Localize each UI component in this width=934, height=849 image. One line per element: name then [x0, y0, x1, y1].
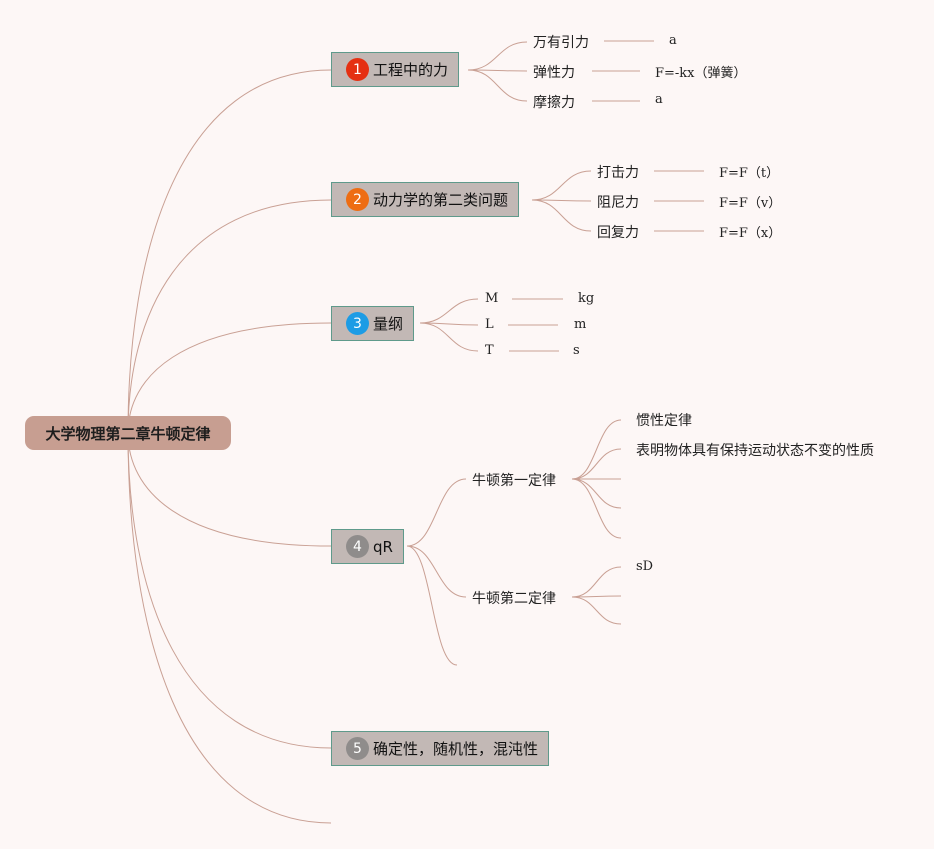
topic2-branch — [531, 199, 592, 232]
root-topic[interactable]: 大学物理第二章牛顿定律 — [25, 416, 231, 450]
topic-label: 量纲 — [373, 315, 404, 333]
subtopic-newton-first-law[interactable]: 牛顿第一定律 — [472, 473, 556, 489]
subtopic-gravitation[interactable]: 万有引力 — [533, 35, 589, 51]
topic-label: 确定性，随机性，混沌性 — [373, 740, 539, 758]
value-mass-unit[interactable]: kg — [578, 291, 595, 306]
topic1-branch — [467, 41, 528, 71]
subtopic-damping-force[interactable]: 阻尼力 — [597, 195, 639, 211]
leaf-inertia-description[interactable]: 表明物体具有保持运动状态不变的性质 — [636, 443, 874, 459]
topic1-branch — [467, 69, 528, 72]
topic-label: 动力学的第二类问题 — [373, 191, 509, 209]
subtopic-friction[interactable]: 摩擦力 — [533, 95, 575, 111]
value-restoring-force[interactable]: F=F（x） — [719, 226, 782, 241]
leaf-law-of-inertia[interactable]: 惯性定律 — [636, 413, 692, 429]
topic-label: qR — [373, 537, 393, 556]
topic4-branch — [406, 545, 467, 598]
subtopic-newton-second-law[interactable]: 牛顿第二定律 — [472, 591, 556, 607]
topic2-branch — [531, 199, 592, 202]
second-law-branch — [571, 566, 622, 598]
root-label: 大学物理第二章牛顿定律 — [45, 424, 211, 443]
topic-qr[interactable]: 4 qR — [331, 529, 404, 564]
root-branch-5 — [127, 432, 332, 749]
first-law-branch — [571, 419, 622, 480]
value-impact-force[interactable]: F=F（t） — [719, 166, 780, 181]
subtopic-mass-dimension[interactable]: M — [485, 291, 499, 306]
topic-dimensions[interactable]: 3 量纲 — [331, 306, 415, 341]
second-law-branch — [571, 595, 622, 598]
value-damping-force[interactable]: F=F（v） — [719, 196, 782, 211]
topic-label: 工程中的力 — [373, 61, 449, 79]
root-branch-3 — [127, 322, 332, 434]
first-law-branch — [571, 448, 622, 480]
root-branch-1 — [127, 69, 332, 434]
subtopic-time-dimension[interactable]: T — [485, 343, 494, 358]
value-friction[interactable]: a — [655, 92, 663, 107]
topic-engineering-forces[interactable]: 1 工程中的力 — [331, 52, 460, 87]
value-gravitation[interactable]: a — [669, 33, 677, 48]
number-4-icon: 4 — [346, 535, 369, 558]
subtopic-impact-force[interactable]: 打击力 — [597, 165, 639, 181]
value-elastic-force[interactable]: F=-kx（弹簧） — [655, 66, 747, 81]
topic-determinism-randomness-chaos[interactable]: 5 确定性，随机性，混沌性 — [331, 731, 550, 766]
topic4-branch — [406, 478, 467, 547]
number-1-icon: 1 — [346, 58, 369, 81]
leaf-sd[interactable]: sD — [636, 559, 654, 574]
first-law-branch — [571, 478, 622, 539]
root-branch-4 — [127, 432, 332, 547]
subtopic-elastic-force[interactable]: 弹性力 — [533, 65, 575, 81]
topic-dynamics-second-class[interactable]: 2 动力学的第二类问题 — [331, 182, 520, 217]
value-time-unit[interactable]: s — [573, 343, 580, 358]
second-law-branch — [571, 596, 622, 625]
topic1-branch — [467, 69, 528, 102]
number-2-icon: 2 — [346, 188, 369, 211]
value-length-unit[interactable]: m — [574, 317, 587, 332]
root-branch-2 — [127, 199, 332, 434]
topic4-branch — [406, 545, 458, 666]
first-law-branch — [571, 478, 622, 509]
subtopic-restoring-force[interactable]: 回复力 — [597, 225, 639, 241]
topic2-branch — [531, 170, 592, 201]
subtopic-length-dimension[interactable]: L — [485, 317, 494, 332]
number-5-icon: 5 — [346, 737, 369, 760]
topic3-branch — [419, 298, 479, 324]
root-branch-6 — [127, 432, 332, 824]
number-3-icon: 3 — [346, 312, 369, 335]
topic3-branch — [419, 322, 479, 352]
